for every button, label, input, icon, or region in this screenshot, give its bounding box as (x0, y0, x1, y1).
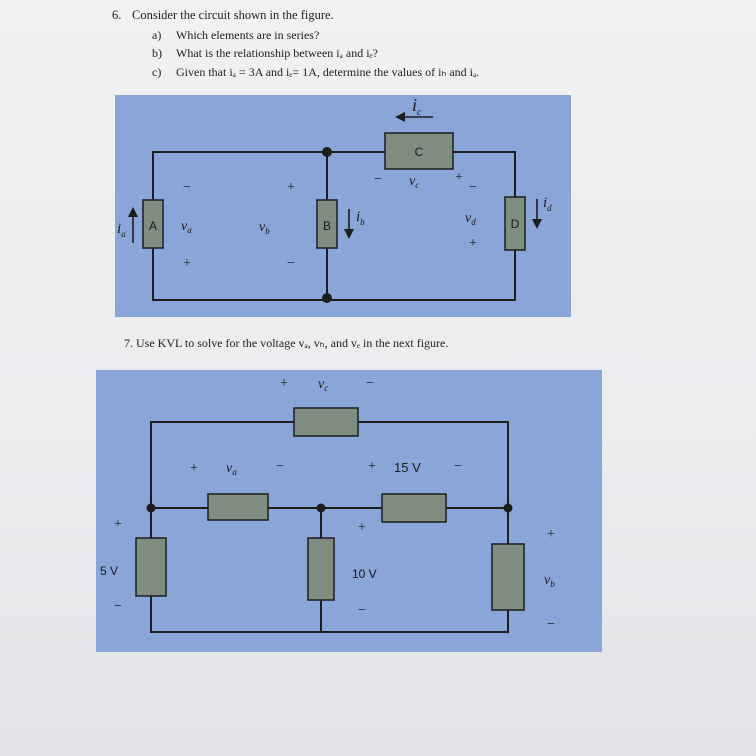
subquestion-label: b) (152, 46, 162, 60)
figure-2-node-right (503, 503, 513, 513)
figure-1-wires (152, 151, 516, 301)
subquestion-text: Given that iₐ = 3A and iₑ= 1A, determine… (176, 65, 480, 79)
subquestion-text: Which elements are in series? (176, 28, 320, 42)
source-5v-plus-sign: + (114, 517, 122, 532)
element-a-box (142, 199, 164, 249)
current-id-label: id (543, 195, 552, 213)
current-ic-label: ic (412, 95, 422, 118)
question-6c: c) Given that iₐ = 3A and iₑ= 1A, determi… (152, 65, 479, 80)
voltage-vd-label: vd (465, 211, 476, 227)
circuit-figure-1: C A B D ic ia (115, 95, 571, 317)
vc-plus-sign: + (280, 376, 288, 391)
source-10v-minus-sign: − (358, 603, 366, 618)
va-plus-sign: + (183, 256, 191, 271)
element-c-box (384, 132, 454, 170)
circuit-figure-2: + vc − + va − + 15 V − + 5 V − + 10 V − … (96, 370, 602, 652)
voltage-va-label: va (226, 461, 237, 477)
figure-1-background (115, 95, 571, 317)
question-6-stem: Consider the circuit shown in the figure… (132, 8, 334, 22)
element-b-box (316, 199, 338, 249)
figure-1-node-bottom (322, 293, 332, 303)
current-id-arrow (532, 199, 542, 229)
vc-plus-sign: + (455, 170, 463, 185)
current-ic-arrow (395, 112, 433, 122)
question-6a: a) Which elements are in series? (152, 28, 319, 43)
voltage-vc-label: vc (409, 174, 419, 190)
current-ia-label: ia (117, 221, 126, 239)
source-10v-plus-sign: + (358, 520, 366, 535)
vc-minus-sign: − (366, 376, 374, 391)
element-a-label: A (149, 219, 157, 233)
figure-1-node-top (322, 147, 332, 157)
voltage-vb-label: vb (259, 220, 270, 236)
va-minus-sign: − (276, 459, 284, 474)
element-c-label: C (415, 145, 424, 159)
resistor-vc (293, 407, 359, 437)
resistor-va (207, 493, 269, 521)
source-5v-label: 5 V (100, 564, 118, 578)
source-10v-label: 10 V (352, 567, 377, 581)
subquestion-label: c) (152, 65, 162, 79)
subquestion-text: What is the relationship between iₐ and … (176, 46, 378, 60)
figure-2-node-middle (316, 503, 326, 513)
voltage-va-label: va (181, 219, 192, 235)
vb-plus-sign: + (547, 527, 555, 542)
circuit-figure-1-svg: C A B D ic ia (115, 95, 571, 317)
source-5v (135, 537, 167, 597)
question-6b: b) What is the relationship between iₐ an… (152, 46, 378, 61)
source-15v (381, 493, 447, 523)
source-10v (307, 537, 335, 601)
va-minus-sign: − (183, 180, 191, 195)
question-6-number: 6. (112, 8, 122, 22)
voltage-vc-label: vc (318, 377, 328, 393)
current-ib-label: ib (356, 209, 365, 227)
vd-minus-sign: − (469, 180, 477, 195)
element-d-box (504, 196, 526, 251)
voltage-vb-label: vb (544, 573, 555, 589)
source-5v-minus-sign: − (114, 599, 122, 614)
vd-plus-sign: + (469, 236, 477, 251)
current-ib-arrow (344, 209, 354, 239)
vb-plus-sign: + (287, 180, 295, 195)
vb-minus-sign: − (287, 256, 295, 271)
figure-2-node-left (146, 503, 156, 513)
question-7: 7. Use KVL to solve for the voltage vₐ, … (124, 336, 449, 350)
source-15v-minus-sign: − (454, 459, 462, 474)
va-plus-sign: + (190, 461, 198, 476)
source-15v-plus-sign: + (368, 459, 376, 474)
element-b-label: B (323, 219, 331, 233)
resistor-vb (491, 543, 525, 611)
figure-2-wires (150, 421, 509, 633)
circuit-figure-2-svg: + vc − + va − + 15 V − + 5 V − + 10 V − … (96, 370, 602, 652)
source-15v-label: 15 V (394, 460, 421, 475)
vc-minus-sign: − (374, 172, 382, 187)
subquestion-label: a) (152, 28, 162, 42)
current-ia-arrow (128, 207, 138, 243)
element-d-label: D (511, 217, 520, 231)
vb-minus-sign: − (547, 617, 555, 632)
